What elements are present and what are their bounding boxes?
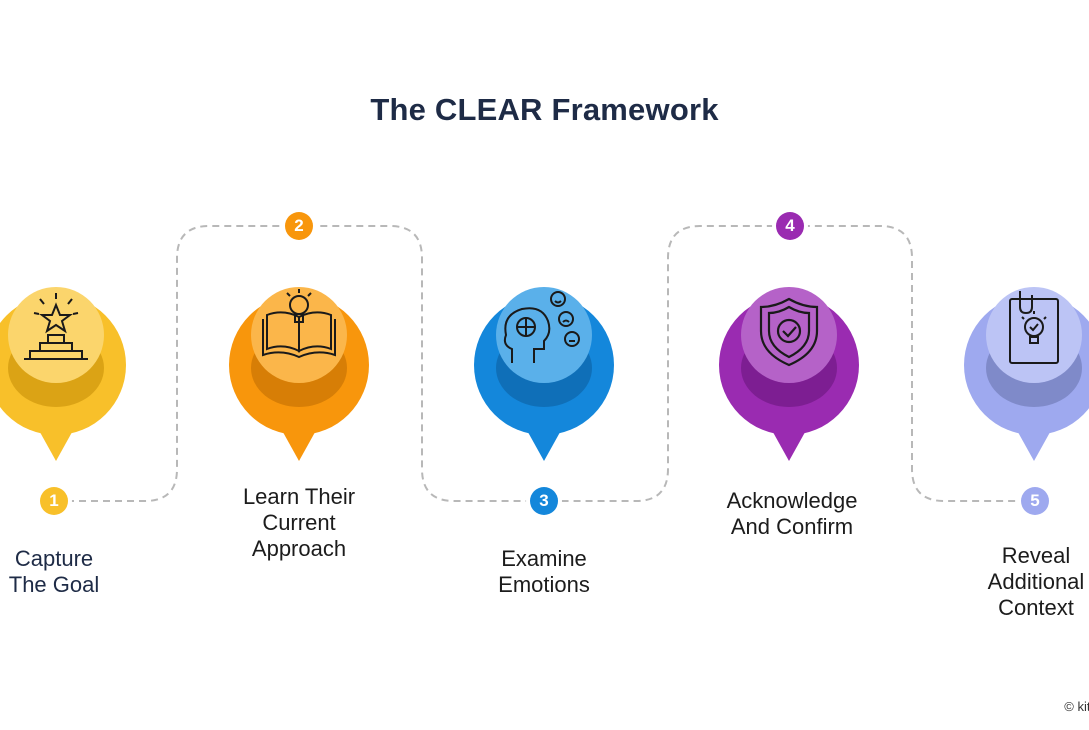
page-title: The CLEAR Framework xyxy=(370,92,719,127)
document-idea-icon xyxy=(1009,291,1059,364)
step-4-number: 4 xyxy=(776,212,804,240)
step-3-number: 3 xyxy=(530,487,558,515)
podium-star-icon xyxy=(24,293,88,360)
step-1-label: Capture The Goal xyxy=(8,546,100,597)
book-lightbulb-icon xyxy=(262,289,336,359)
step-2-number: 2 xyxy=(285,212,313,240)
shield-check-icon xyxy=(759,297,819,367)
step-4-pin xyxy=(717,285,862,461)
brain-emotions-icon xyxy=(503,291,580,363)
step-5-pin xyxy=(962,285,1089,461)
step-1-number: 1 xyxy=(40,487,68,515)
step-5-label: Reveal Additional Context xyxy=(987,543,1085,620)
copyright-text: © kitc xyxy=(1064,699,1089,714)
step-3-pin xyxy=(472,285,617,461)
step-2-label: Learn Their Current Approach xyxy=(242,484,356,561)
step-5-number: 5 xyxy=(1021,487,1049,515)
step-1-pin xyxy=(0,285,129,461)
step-3-label: Examine Emotions xyxy=(498,546,590,597)
step-4-label: Acknowledge And Confirm xyxy=(726,488,858,539)
step-2-pin xyxy=(227,285,372,461)
